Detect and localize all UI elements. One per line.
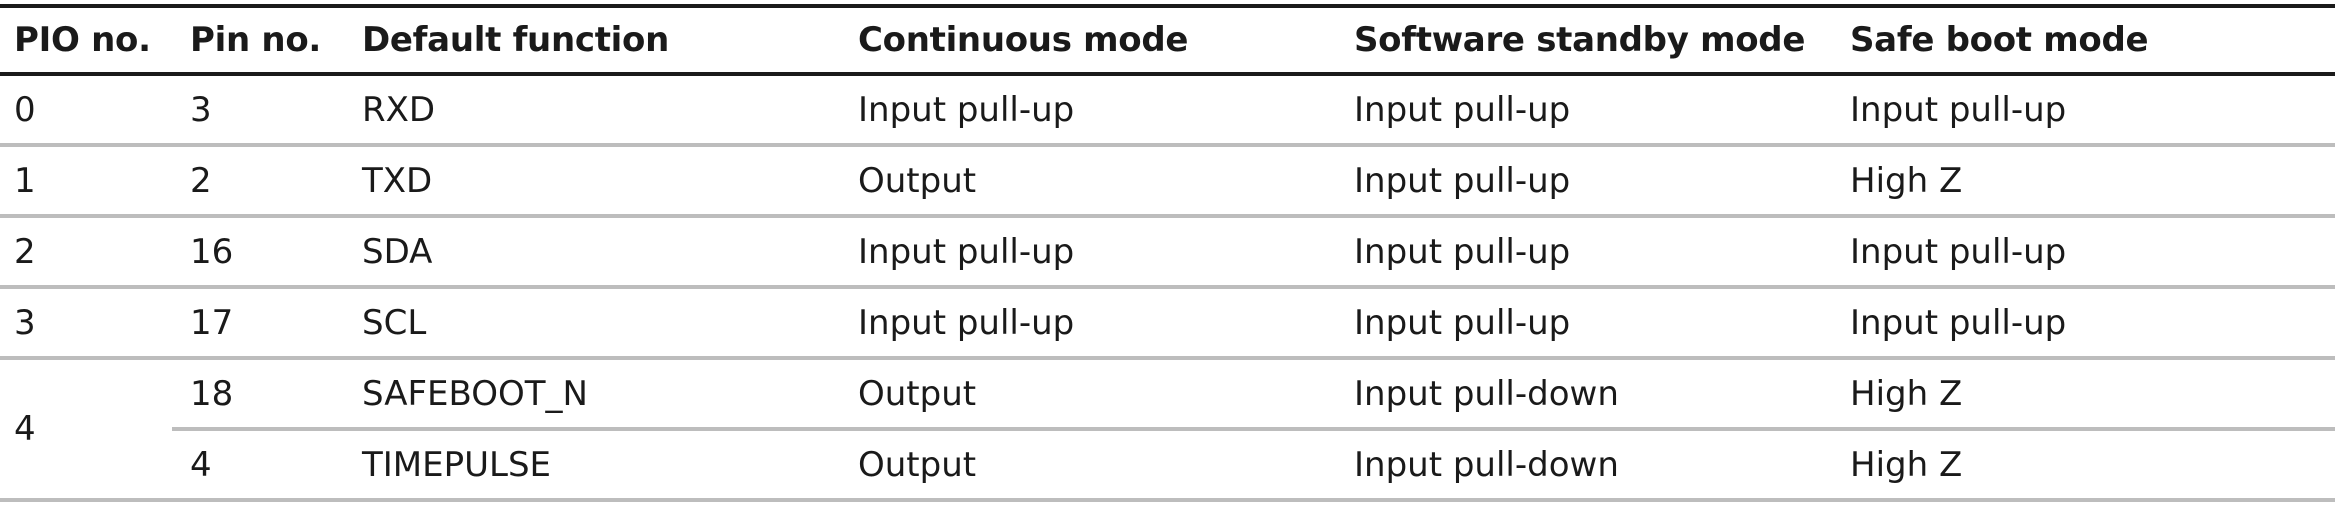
cell-software-standby-mode: Input pull-down (1336, 429, 1832, 502)
cell-software-standby-mode: Input pull-down (1336, 358, 1832, 431)
table-row: 2 16 SDA Input pull-up Input pull-up Inp… (0, 216, 2335, 289)
cell-software-standby-mode: Input pull-up (1336, 74, 1832, 147)
cell-continuous-mode: Input pull-up (840, 287, 1336, 360)
cell-pio-no: 1 (0, 145, 172, 218)
header-software-standby-mode: Software standby mode (1336, 4, 1832, 76)
pio-default-state-table: PIO no. Pin no. Default function Continu… (0, 4, 2335, 502)
header-default-function: Default function (344, 4, 840, 76)
cell-pin-no: 4 (172, 429, 344, 502)
cell-default-function: TXD (344, 145, 840, 218)
cell-pin-no: 2 (172, 145, 344, 218)
cell-default-function: SDA (344, 216, 840, 289)
header-row: PIO no. Pin no. Default function Continu… (0, 4, 2335, 76)
cell-safe-boot-mode: High Z (1832, 429, 2335, 502)
cell-safe-boot-mode: Input pull-up (1832, 216, 2335, 289)
table-row: 4 TIMEPULSE Output Input pull-down High … (0, 429, 2335, 502)
table-row: 3 17 SCL Input pull-up Input pull-up Inp… (0, 287, 2335, 360)
cell-pio-no-merged: 4 (0, 358, 172, 502)
cell-continuous-mode: Output (840, 429, 1336, 502)
cell-software-standby-mode: Input pull-up (1336, 287, 1832, 360)
cell-pio-no: 3 (0, 287, 172, 360)
cell-continuous-mode: Output (840, 145, 1336, 218)
cell-pio-no: 2 (0, 216, 172, 289)
table-body: 0 3 RXD Input pull-up Input pull-up Inpu… (0, 74, 2335, 502)
cell-pin-no: 17 (172, 287, 344, 360)
cell-pio-no: 0 (0, 74, 172, 147)
cell-software-standby-mode: Input pull-up (1336, 145, 1832, 218)
cell-default-function: SCL (344, 287, 840, 360)
cell-continuous-mode: Input pull-up (840, 216, 1336, 289)
header-pio-no: PIO no. (0, 4, 172, 76)
cell-safe-boot-mode: High Z (1832, 358, 2335, 431)
cell-pin-no: 18 (172, 358, 344, 431)
cell-continuous-mode: Output (840, 358, 1336, 431)
cell-pin-no: 16 (172, 216, 344, 289)
table-header: PIO no. Pin no. Default function Continu… (0, 4, 2335, 76)
cell-default-function: TIMEPULSE (344, 429, 840, 502)
header-continuous-mode: Continuous mode (840, 4, 1336, 76)
cell-software-standby-mode: Input pull-up (1336, 216, 1832, 289)
cell-default-function: SAFEBOOT_N (344, 358, 840, 431)
cell-safe-boot-mode: Input pull-up (1832, 287, 2335, 360)
table-row: 4 18 SAFEBOOT_N Output Input pull-down H… (0, 358, 2335, 502)
table-row: 1 2 TXD Output Input pull-up High Z (0, 145, 2335, 218)
header-pin-no: Pin no. (172, 4, 344, 76)
table-row: 0 3 RXD Input pull-up Input pull-up Inpu… (0, 74, 2335, 147)
cell-pin-no: 3 (172, 74, 344, 147)
header-safe-boot-mode: Safe boot mode (1832, 4, 2335, 76)
cell-safe-boot-mode: High Z (1832, 145, 2335, 218)
cell-continuous-mode: Input pull-up (840, 74, 1336, 147)
cell-safe-boot-mode: Input pull-up (1832, 74, 2335, 147)
cell-default-function: RXD (344, 74, 840, 147)
